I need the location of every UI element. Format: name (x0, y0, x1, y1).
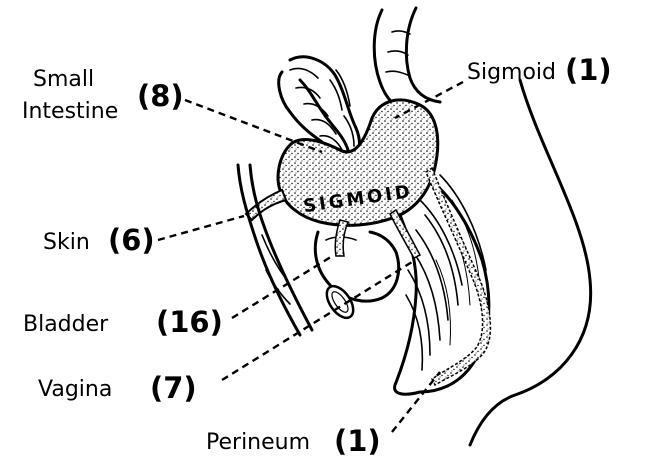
label-skin-count: (6) (108, 223, 155, 257)
label-perineum-name: Perineum (206, 430, 310, 455)
label-bladder-name: Bladder (23, 312, 109, 337)
label-small-intestine: Small Intestine (8) (22, 67, 184, 124)
label-small-intestine-line2: Intestine (22, 99, 118, 124)
label-vagina-count: (7) (150, 371, 197, 405)
sigmoid-colon: SIGMOID (278, 100, 438, 225)
label-bladder-count: (16) (156, 305, 223, 339)
label-sigmoid-count: (1) (565, 53, 612, 87)
descending-colon (374, 8, 440, 112)
label-small-intestine-count: (8) (137, 79, 184, 113)
leader-perineum (392, 372, 440, 432)
leader-vagina (222, 262, 412, 380)
label-sigmoid: Sigmoid (1) (467, 53, 612, 87)
vagina (321, 282, 358, 323)
label-sigmoid-name: Sigmoid (467, 60, 556, 85)
label-vagina-name: Vagina (38, 377, 112, 402)
label-vagina: Vagina (7) (38, 371, 197, 405)
body-contour (470, 80, 591, 445)
label-skin: Skin (6) (43, 223, 155, 257)
label-bladder: Bladder (16) (23, 305, 223, 339)
leader-skin (158, 216, 244, 240)
label-perineum: Perineum (1) (206, 424, 381, 458)
label-skin-name: Skin (43, 230, 90, 255)
leader-bladder (232, 255, 334, 318)
skin-fistula-tract (246, 190, 286, 220)
label-perineum-count: (1) (334, 424, 381, 458)
label-small-intestine-line1: Small (33, 67, 94, 92)
